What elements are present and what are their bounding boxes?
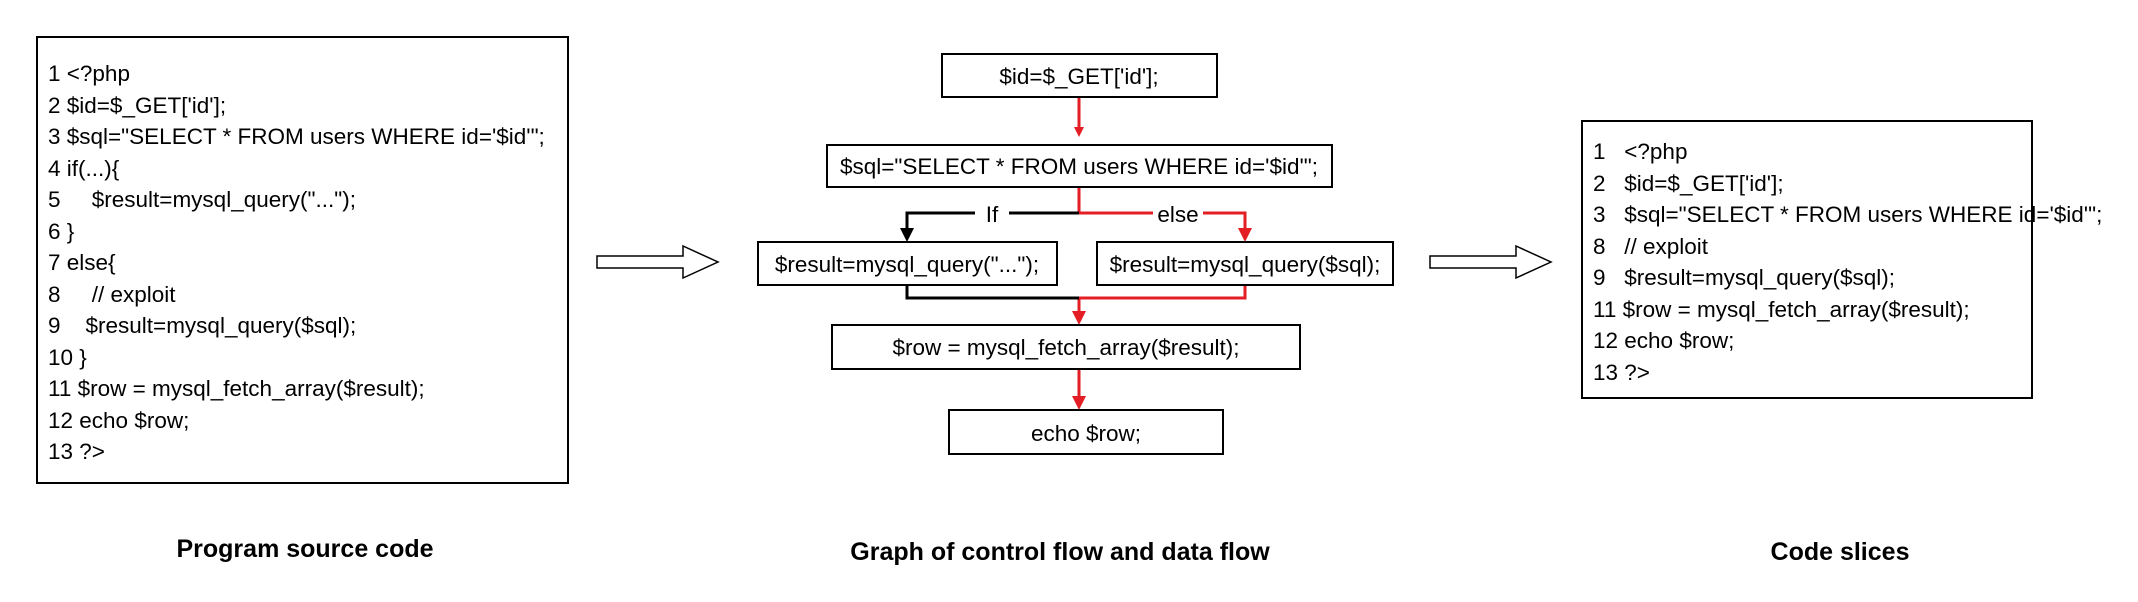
node-fetch: $row = mysql_fetch_array($result); [892,335,1239,360]
code-slices-panel: 1 <?php 2 $id=$_GET['id']; 3 $sql="SELECT … [1581,120,2103,399]
code-line: 8 // exploit [48,281,176,307]
node-sql: $sql="SELECT * FROM users WHERE id='$id'… [840,154,1318,179]
code-line: 12 echo $row; [48,407,190,433]
code-line: 5 $result=mysql_query("..."); [48,187,356,212]
caption-code-slices: Code slices [1770,538,1910,566]
code-line: 12 echo $row; [1593,328,1735,353]
edge-label-else: else [1157,202,1198,227]
edge-else-arrowhead [1238,228,1252,242]
code-line: 9 $result=mysql_query($sql); [1593,265,1896,290]
graph-to-slices-arrow [1429,244,1553,280]
edge-merge-arrowhead [1072,311,1086,325]
node-query-else-box [1096,241,1394,286]
node-echo-box [948,409,1224,455]
edge-echo-arrowhead [1072,396,1086,410]
code-line: 7 else{ [48,250,116,275]
code-line: 1 <?php [48,61,130,86]
caption-source-code: Program source code [176,535,434,563]
code-line: 8 // exploit [1593,233,1709,259]
code-line: 9 $result=mysql_query($sql); [48,313,357,338]
node-sql-box [826,144,1333,188]
source-code-panel: 1 <?php 2 $id=$_GET['id']; 3 $sql="SELECT … [36,36,569,484]
node-query-if: $result=mysql_query("..."); [775,252,1039,277]
edge-if-arrowhead [900,228,914,242]
edge-if-to-fetch [905,285,1079,300]
node-get-id-box [941,53,1218,98]
node-query-else: $result=mysql_query($sql); [1110,252,1381,277]
code-line: 13 ?> [48,439,105,464]
code-line: 1 <?php [1593,139,1688,164]
code-line: 11 $row = mysql_fetch_array($result); [48,376,425,401]
node-get-id: $id=$_GET['id']; [999,64,1158,89]
code-line: 2 $id=$_GET['id']; [48,92,227,118]
code-line: 4 if(...){ [48,155,120,181]
code-line: 13 ?> [1593,359,1650,385]
node-query-if-box [757,241,1058,286]
node-echo: echo $row; [1031,421,1141,446]
code-line: 11 $row = mysql_fetch_array($result); [1593,296,1970,322]
node-fetch-box [831,324,1301,370]
code-line: 10 } [48,344,87,370]
code-line: 6 } [48,218,75,244]
edge-label-if: If [986,202,999,227]
caption-graph: Graph of control flow and data flow [850,538,1270,566]
edge-sql-to-if [905,211,1079,229]
source-to-graph-arrow [596,244,720,280]
code-line: 3 $sql="SELECT * FROM users WHERE id='$i… [48,124,545,149]
edge-else-to-fetch [1077,285,1247,312]
code-line: 3 $sql="SELECT * FROM users WHERE id='$i… [1593,202,2103,227]
code-line: 2 $id=$_GET['id']; [1593,170,1784,196]
